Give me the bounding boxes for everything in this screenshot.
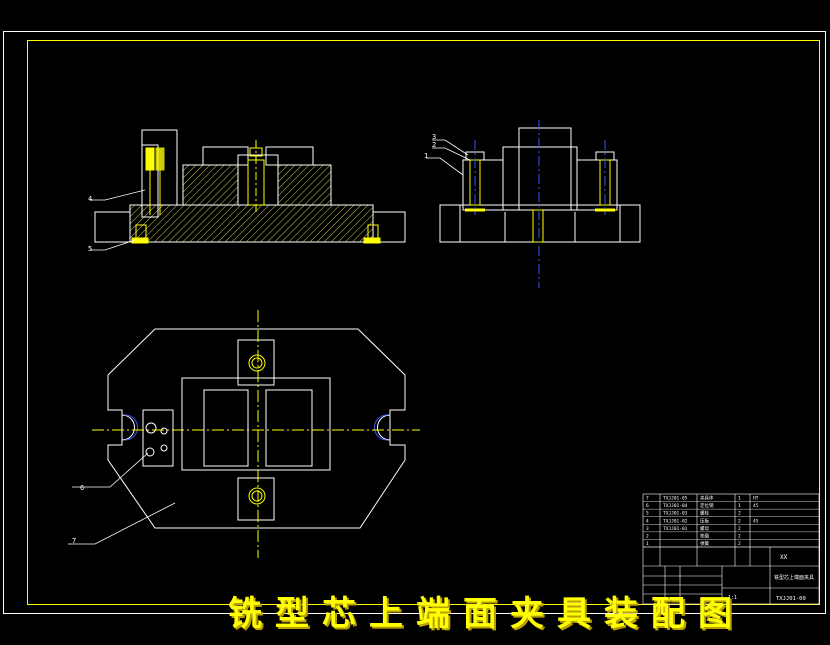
bom-cell-qty: 2: [738, 511, 741, 517]
front-view-leaders: [90, 189, 146, 251]
bom-cell-mat: 45: [753, 503, 759, 509]
title-block: [642, 493, 820, 605]
leader-label-3: 3: [432, 133, 436, 141]
bom-cell-qty: 1: [738, 496, 741, 502]
bom-cell-name: 垫圈: [700, 532, 709, 539]
drawing-number: TXJJ01-00: [776, 596, 806, 602]
bom-cell-no: 3: [646, 526, 649, 532]
bom-cell-mat: HT: [753, 496, 759, 502]
leader-label-6: 6: [80, 484, 84, 492]
bom-cell-qty: 2: [738, 541, 741, 547]
bom-cell-code: TXJJ01-01: [663, 526, 688, 532]
bom-cell-name: 定位销: [700, 502, 714, 509]
bom-cell-no: 5: [646, 511, 649, 517]
bom-cell-code: TXJJ01-02: [663, 518, 688, 524]
scale-value: 1:1: [728, 595, 737, 601]
outer-sheet-border: [3, 31, 826, 614]
bom-cell-code: TXJJ01-05: [663, 496, 688, 502]
bom-cell-no: 6: [646, 503, 649, 509]
bom-cell-mat: 45: [753, 518, 759, 524]
bom-cell-name: 压板: [700, 517, 709, 524]
org-label: XX: [780, 554, 788, 561]
front-section-view: [94, 129, 406, 244]
base-plate-section: [129, 204, 374, 243]
leader-label-4: 4: [88, 195, 92, 203]
plan-view-leaders: [68, 452, 176, 545]
plan-view: [92, 310, 420, 558]
inner-frame-border: [27, 40, 820, 605]
bom-cell-qty: 2: [738, 518, 741, 524]
bom-cell-qty: 1: [738, 503, 741, 509]
leader-label-1: 1: [424, 152, 428, 160]
leader-label-5: 5: [88, 245, 92, 253]
drawing-title-banner: 铣型芯上端面夹具装配图: [228, 594, 745, 634]
bom-cell-name: 螺母: [700, 525, 709, 532]
bom-cell-qty: 2: [738, 526, 741, 532]
bom-cell-name: 夹具体: [700, 495, 714, 502]
bom-cell-name: 弹簧: [700, 540, 709, 547]
leader-label-2: 2: [432, 141, 436, 149]
side-view: [439, 120, 641, 288]
bom-cell-code: TXJJ01-04: [663, 503, 688, 509]
bom-cell-no: 7: [646, 496, 649, 502]
bom-cell-no: 1: [646, 541, 649, 547]
bom-cell-code: TXJJ01-03: [663, 511, 688, 517]
drawing-name: 铣型芯上端面夹具: [774, 574, 814, 581]
bom-cell-no: 4: [646, 518, 649, 524]
bom-cell-name: 螺栓: [700, 510, 709, 517]
bom-cell-no: 2: [646, 533, 649, 539]
bom-cell-qty: 2: [738, 533, 741, 539]
leader-label-7: 7: [72, 537, 76, 545]
side-view-leaders: [426, 139, 471, 176]
